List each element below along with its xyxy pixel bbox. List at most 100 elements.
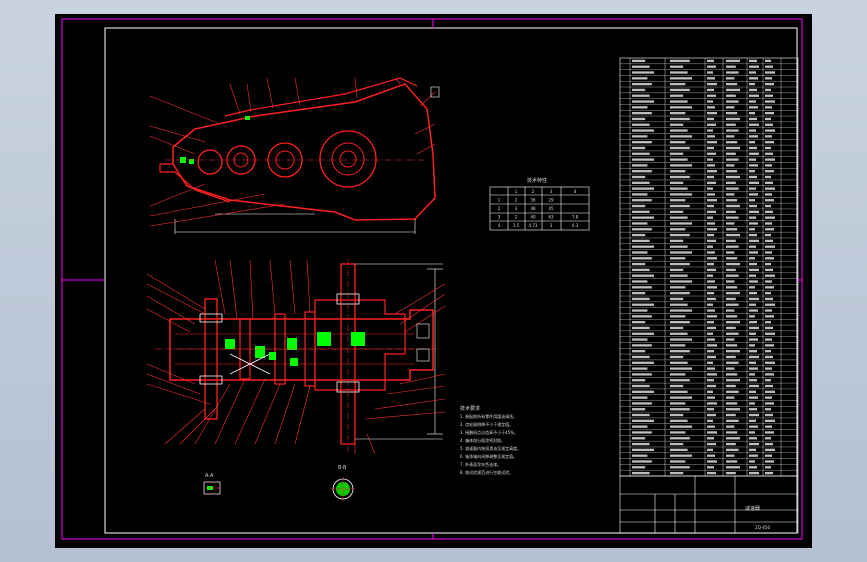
bom-cell-mark xyxy=(670,164,692,167)
bom-cell-mark xyxy=(749,355,759,359)
bom-cell-mark xyxy=(632,402,652,405)
bom-cell-mark xyxy=(670,326,684,330)
bom-cell-mark xyxy=(749,408,757,411)
bom-cell-mark xyxy=(632,373,652,376)
bom-cell-mark xyxy=(632,193,648,196)
bom-cell-mark xyxy=(749,471,759,475)
bom-cell-mark xyxy=(632,88,646,92)
bom-cell-mark xyxy=(670,367,692,370)
bom-cell-mark xyxy=(670,239,684,243)
bom-cell-mark xyxy=(726,222,735,225)
bom-cell-mark xyxy=(726,297,736,301)
bom-cell-mark xyxy=(726,338,735,341)
bom-cell-mark xyxy=(670,175,690,179)
bom-cell-mark xyxy=(670,309,692,312)
bom-cell-mark xyxy=(765,181,773,184)
gear-green-5 xyxy=(317,332,331,346)
bom-cell-mark xyxy=(765,59,771,63)
bom-cell-mark xyxy=(707,210,716,214)
cad-viewport[interactable]: 技术特性 xyxy=(55,14,812,548)
bom-cell-mark xyxy=(632,175,646,179)
bom-cell-mark xyxy=(765,65,773,68)
bom-cell-mark xyxy=(632,442,650,446)
bom-cell-mark xyxy=(707,303,713,306)
bom-cell-mark xyxy=(632,384,650,388)
bom-cell-mark xyxy=(726,291,740,295)
bom-cell-mark xyxy=(670,77,692,80)
bom-cell-mark xyxy=(749,187,756,190)
bom-cell-mark xyxy=(726,280,735,283)
bom-cell-mark xyxy=(726,268,736,272)
bom-cell-mark xyxy=(707,344,717,347)
bom-cell-mark xyxy=(632,280,648,283)
bom-cell-mark xyxy=(632,471,650,475)
bom-cell-mark xyxy=(670,228,686,231)
bom-cell-mark xyxy=(726,332,739,335)
bom-cell-mark xyxy=(632,158,654,161)
bom-cell-mark xyxy=(632,454,648,457)
bom-cell-mark xyxy=(632,425,648,428)
bom-cell-mark xyxy=(749,111,755,115)
bom-cell-mark xyxy=(726,233,740,237)
section-detail-right xyxy=(331,477,355,501)
bom-cell-mark xyxy=(707,111,717,115)
bom-cell-mark xyxy=(749,425,758,428)
bom-cell-mark xyxy=(707,431,717,434)
bom-cell-mark xyxy=(726,100,739,103)
bom-cell-mark xyxy=(670,257,686,260)
bom-cell-mark xyxy=(707,419,713,423)
bom-cell-mark xyxy=(749,164,758,167)
bom-cell-mark xyxy=(632,111,652,115)
bom-cell-mark xyxy=(670,262,690,266)
bom-cell-mark xyxy=(707,408,714,411)
bom-cell-mark xyxy=(726,65,736,68)
bom-cell-mark xyxy=(726,466,740,469)
bom-cell-mark xyxy=(726,82,738,86)
housing-outline xyxy=(172,83,436,221)
bom-cell-mark xyxy=(749,379,757,382)
bom-cell-mark xyxy=(726,94,736,97)
bom-cell-mark xyxy=(707,268,716,272)
bom-cell-mark xyxy=(765,338,772,341)
bom-cell-mark xyxy=(670,210,684,214)
plan-balloons xyxy=(416,323,430,362)
bom-cell-mark xyxy=(726,111,738,115)
bom-cell-mark xyxy=(726,419,739,423)
bom-cell-mark xyxy=(670,216,688,219)
gear-circle-4 xyxy=(319,130,377,188)
bom-cell-mark xyxy=(670,402,686,405)
bom-cell-mark xyxy=(749,413,759,417)
bom-cell-mark xyxy=(670,280,692,283)
bom-cell-mark xyxy=(670,117,690,121)
bom-cell-mark xyxy=(749,175,757,179)
bom-cell-mark xyxy=(726,431,738,434)
bom-cell-mark xyxy=(670,170,686,173)
params-cell: 4 xyxy=(498,223,501,228)
bom-cell-mark xyxy=(765,309,772,312)
bom-cell-mark xyxy=(726,204,740,208)
bom-cell-mark xyxy=(765,94,773,97)
bom-cell-mark xyxy=(749,245,756,248)
params-cell: 2 xyxy=(498,206,501,211)
bom-cell-mark xyxy=(726,309,735,312)
bom-cell-mark xyxy=(707,402,717,405)
note-line-1: 1. 装配前所有零件用煤油清洗。 xyxy=(460,413,517,419)
bom-cell-mark xyxy=(707,170,717,173)
bom-cell-mark xyxy=(632,309,648,312)
bom-cell-mark xyxy=(670,373,686,376)
note-line-6: 6. 轴承轴向间隙调整至规定值。 xyxy=(460,453,517,459)
bom-cell-mark xyxy=(670,355,684,359)
params-cell: 3 xyxy=(515,206,518,211)
bom-cell-mark xyxy=(749,326,759,330)
bom-cell-mark xyxy=(749,390,756,393)
bom-cell-mark xyxy=(707,204,714,208)
bom-cell-mark xyxy=(707,326,716,330)
bom-cell-mark xyxy=(670,390,688,393)
bom-cell-mark xyxy=(765,204,771,208)
bom-cell-mark xyxy=(726,164,735,167)
bom-cell-mark xyxy=(632,257,652,260)
bom-cell-mark xyxy=(670,88,690,92)
bom-cell-mark xyxy=(707,379,714,382)
bom-cell-mark xyxy=(707,82,717,86)
bom-cell-mark xyxy=(765,262,771,266)
